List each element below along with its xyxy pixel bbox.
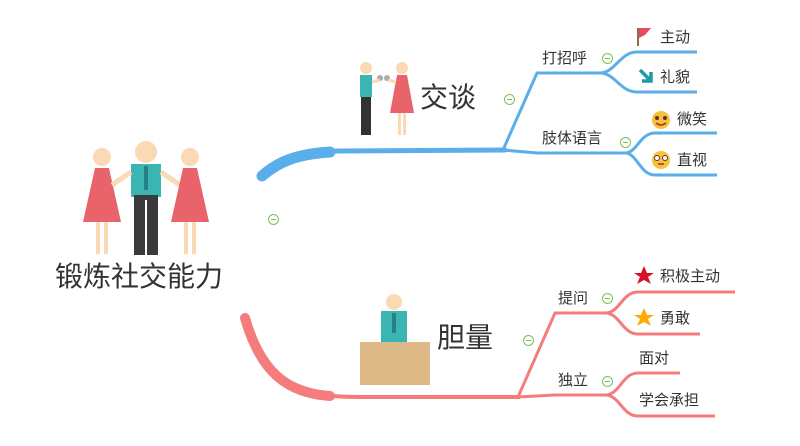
stare-emoji-icon (652, 151, 670, 169)
leaf-polite[interactable]: 礼貌 (660, 68, 691, 86)
collapse-ask-button[interactable] (602, 293, 613, 304)
pink-main-connector (299, 388, 520, 399)
central-topic[interactable]: 锻炼社交能力 (55, 260, 224, 293)
collapse-body-language-button[interactable] (620, 137, 631, 148)
leaf-brave[interactable]: 勇敢 (660, 309, 691, 327)
leaf-take-responsibility[interactable]: 学会承担 (639, 391, 700, 409)
topic-ask[interactable]: 提问 (558, 289, 589, 307)
topic-independent[interactable]: 独立 (558, 371, 589, 389)
red-star-icon (634, 266, 654, 284)
collapse-courage-button[interactable] (523, 335, 534, 346)
leaf-eye-contact[interactable]: 直视 (677, 151, 708, 169)
pink-sub-connector (516, 311, 605, 399)
branch-talk[interactable]: 交谈 (420, 81, 477, 114)
collapse-central-button[interactable] (268, 214, 279, 225)
collapse-talk-button[interactable] (504, 94, 515, 105)
orange-star-icon (634, 308, 654, 326)
smile-emoji-icon (652, 111, 670, 129)
social-people-icon (83, 141, 209, 255)
person-at-desk-icon (360, 294, 430, 385)
leaf-smile[interactable]: 微笑 (677, 110, 708, 128)
collapse-independent-button[interactable] (602, 376, 613, 387)
talking-people-icon (360, 62, 414, 135)
leaf-active[interactable]: 积极主动 (660, 267, 721, 285)
teal-arrow-icon (638, 68, 653, 83)
leaf-face[interactable]: 面对 (639, 349, 670, 367)
topic-body-language[interactable]: 肢体语言 (542, 129, 603, 147)
topic-greeting[interactable]: 打招呼 (542, 49, 588, 67)
blue-sub-connector (501, 71, 625, 155)
red-flag-icon (637, 28, 651, 46)
leaf-proactive[interactable]: 主动 (660, 28, 691, 46)
collapse-greeting-button[interactable] (602, 53, 613, 64)
branch-courage[interactable]: 胆量 (437, 321, 494, 354)
